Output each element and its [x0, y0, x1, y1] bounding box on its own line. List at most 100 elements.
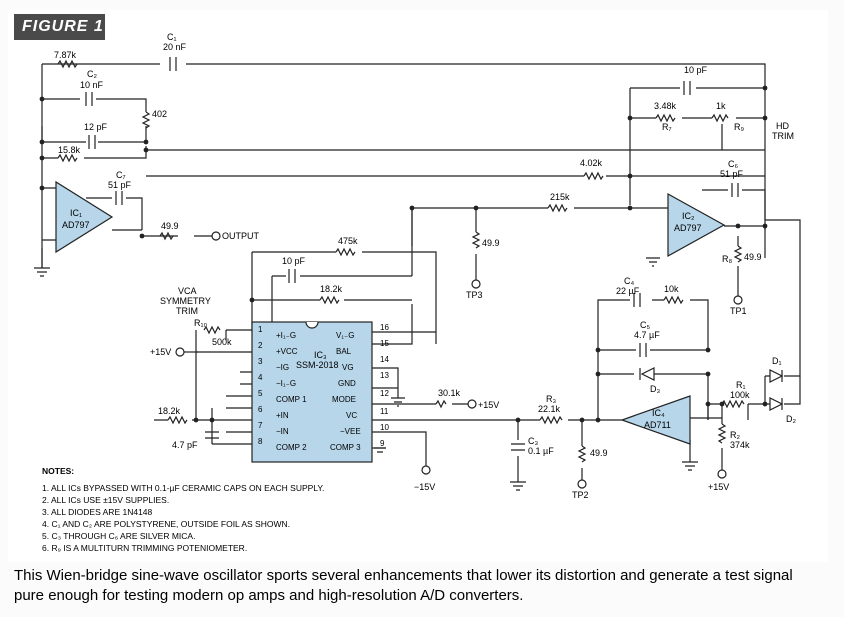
ic3-pin-num-12: 12	[380, 389, 389, 398]
resistor-15-8k	[57, 153, 78, 163]
resistor-402	[141, 111, 151, 129]
capacitor-c1	[169, 57, 177, 71]
resistor-215k	[547, 203, 568, 213]
label-tp2: TP2	[572, 490, 589, 500]
opamp-ic4	[620, 395, 691, 445]
tp1-terminal	[733, 295, 743, 305]
ground-icon	[646, 257, 660, 267]
label-minus15v: −15V	[414, 482, 435, 492]
label-vca-2: SYMMETRY	[160, 296, 211, 306]
ic3-pin-right-14: VG	[342, 363, 354, 372]
plus15v-left-terminal	[175, 347, 185, 357]
capacitor-c3	[511, 443, 525, 451]
label-r2-value: 374k	[730, 440, 750, 450]
label-d1: D₁	[772, 356, 782, 366]
ground-icon	[374, 447, 386, 453]
label-r3: R₃	[546, 394, 556, 404]
resistor-r10	[203, 325, 221, 335]
ground-icon	[34, 267, 50, 277]
label-10pf-mid: 10 pF	[282, 256, 306, 266]
label-r2: R₂	[730, 430, 740, 440]
diode-d3	[639, 367, 655, 381]
output-terminal	[211, 231, 221, 241]
label-ic2-name: IC₂	[682, 211, 695, 221]
label-49-9-output: 49.9	[161, 221, 179, 231]
note-1: 1. ALL ICs BYPASSED WITH 0.1-µF CERAMIC …	[42, 483, 324, 493]
ic3-pin-labels: +I₁₋G +VCC −IG −I₁₋G COMP 1 +IN −IN COMP…	[258, 323, 389, 452]
note-3: 3. ALL DIODES ARE 1N4148	[42, 507, 153, 517]
ic3-pin-num-5: 5	[258, 389, 263, 398]
label-plus15v-mode: +15V	[478, 400, 499, 410]
resistor-30-1k	[435, 399, 447, 409]
label-49-9-tp3: 49.9	[482, 238, 500, 248]
note-5: 5. C₃ THROUGH C₆ ARE SILVER MICA.	[42, 531, 195, 541]
capacitor-c7	[115, 191, 123, 205]
ic3-pin-right-11: VC	[346, 411, 357, 420]
label-15-8k: 15.8k	[58, 145, 81, 155]
capacitors	[85, 57, 739, 451]
resistor-r9	[711, 113, 729, 123]
capacitor-c2	[85, 92, 93, 106]
label-3-48k: 3.48k	[654, 101, 677, 111]
grounds	[34, 257, 698, 491]
resistors	[57, 59, 745, 463]
label-plus15v-r2: +15V	[708, 482, 729, 492]
resistor-18-2k-top	[319, 295, 340, 305]
label-ic4-name: IC₄	[652, 408, 665, 418]
capacitor-4-7pf	[205, 431, 219, 439]
resistor-49-9-output	[159, 231, 174, 241]
capacitor-c6	[731, 183, 739, 197]
resistor-4-02k	[583, 171, 604, 181]
label-c5-value: 4.7 µF	[634, 330, 660, 340]
label-r9: R₉	[734, 122, 744, 132]
note-4: 4. C₁ AND C₂ ARE POLYSTYRENE, OUTSIDE FO…	[42, 519, 290, 529]
label-c3-name: C₃	[528, 436, 538, 446]
label-r10-value: 500k	[212, 337, 232, 347]
ic3-pin-left-2: +VCC	[276, 347, 298, 356]
ic3-pin-left-6: +IN	[276, 411, 289, 420]
resistor-475k	[335, 247, 356, 257]
diode-d1	[769, 369, 784, 383]
ic3-pin-num-6: 6	[258, 405, 263, 414]
capacitor-10pf-mid	[288, 269, 296, 283]
capacitor-c4	[633, 293, 641, 307]
note-2: 2. ALL ICs USE ±15V SUPPLIES.	[42, 495, 169, 505]
ic3-pin-num-2: 2	[258, 341, 263, 350]
capacitor-10pf-top	[683, 81, 691, 95]
ic3-pin-num-1: 1	[258, 325, 263, 334]
ic3-pin-right-12: MODE	[332, 395, 356, 404]
label-r7: R₇	[662, 122, 672, 132]
label-d3: D₃	[650, 384, 660, 394]
terminals	[175, 231, 743, 489]
label-ic1-part: AD797	[62, 220, 90, 230]
ic3-pin-num-15: 15	[380, 339, 389, 348]
resistor-7-87k	[57, 59, 78, 69]
label-c1-value: 20 nF	[163, 42, 187, 52]
ground-icon	[682, 461, 698, 471]
label-tp1: TP1	[730, 306, 747, 316]
label-12pf: 12 pF	[84, 122, 108, 132]
label-hd-trim-2: TRIM	[772, 131, 794, 141]
resistor-18-2k-bottom	[167, 415, 188, 425]
ic3-pin-num-11: 11	[380, 407, 389, 416]
label-10pf-top: 10 pF	[684, 65, 708, 75]
ground-icon	[510, 481, 526, 491]
ic3-pin-num-7: 7	[258, 421, 263, 430]
label-c6-value: 51 pF	[720, 169, 744, 179]
label-c2-name: C₂	[87, 69, 97, 79]
resistor-49-9-tp2	[577, 445, 587, 463]
opamp-ic1	[55, 180, 114, 254]
resistor-r1	[721, 399, 745, 409]
ic3-pin-right-13: GND	[338, 379, 356, 388]
junction-dots	[39, 85, 768, 423]
figure-caption: This Wien-bridge sine-wave oscillator sp…	[14, 567, 793, 604]
label-1k: 1k	[716, 101, 726, 111]
label-r3-value: 22.1k	[538, 404, 561, 414]
ic3-pin-right-9: COMP 3	[330, 443, 361, 452]
diode-d2	[769, 397, 784, 411]
ic3-pin-num-9: 9	[380, 439, 385, 448]
label-vca-1: VCA	[178, 286, 197, 296]
label-30-1k: 30.1k	[438, 388, 461, 398]
notes-block: NOTES: 1. ALL ICs BYPASSED WITH 0.1-µF C…	[42, 466, 324, 553]
